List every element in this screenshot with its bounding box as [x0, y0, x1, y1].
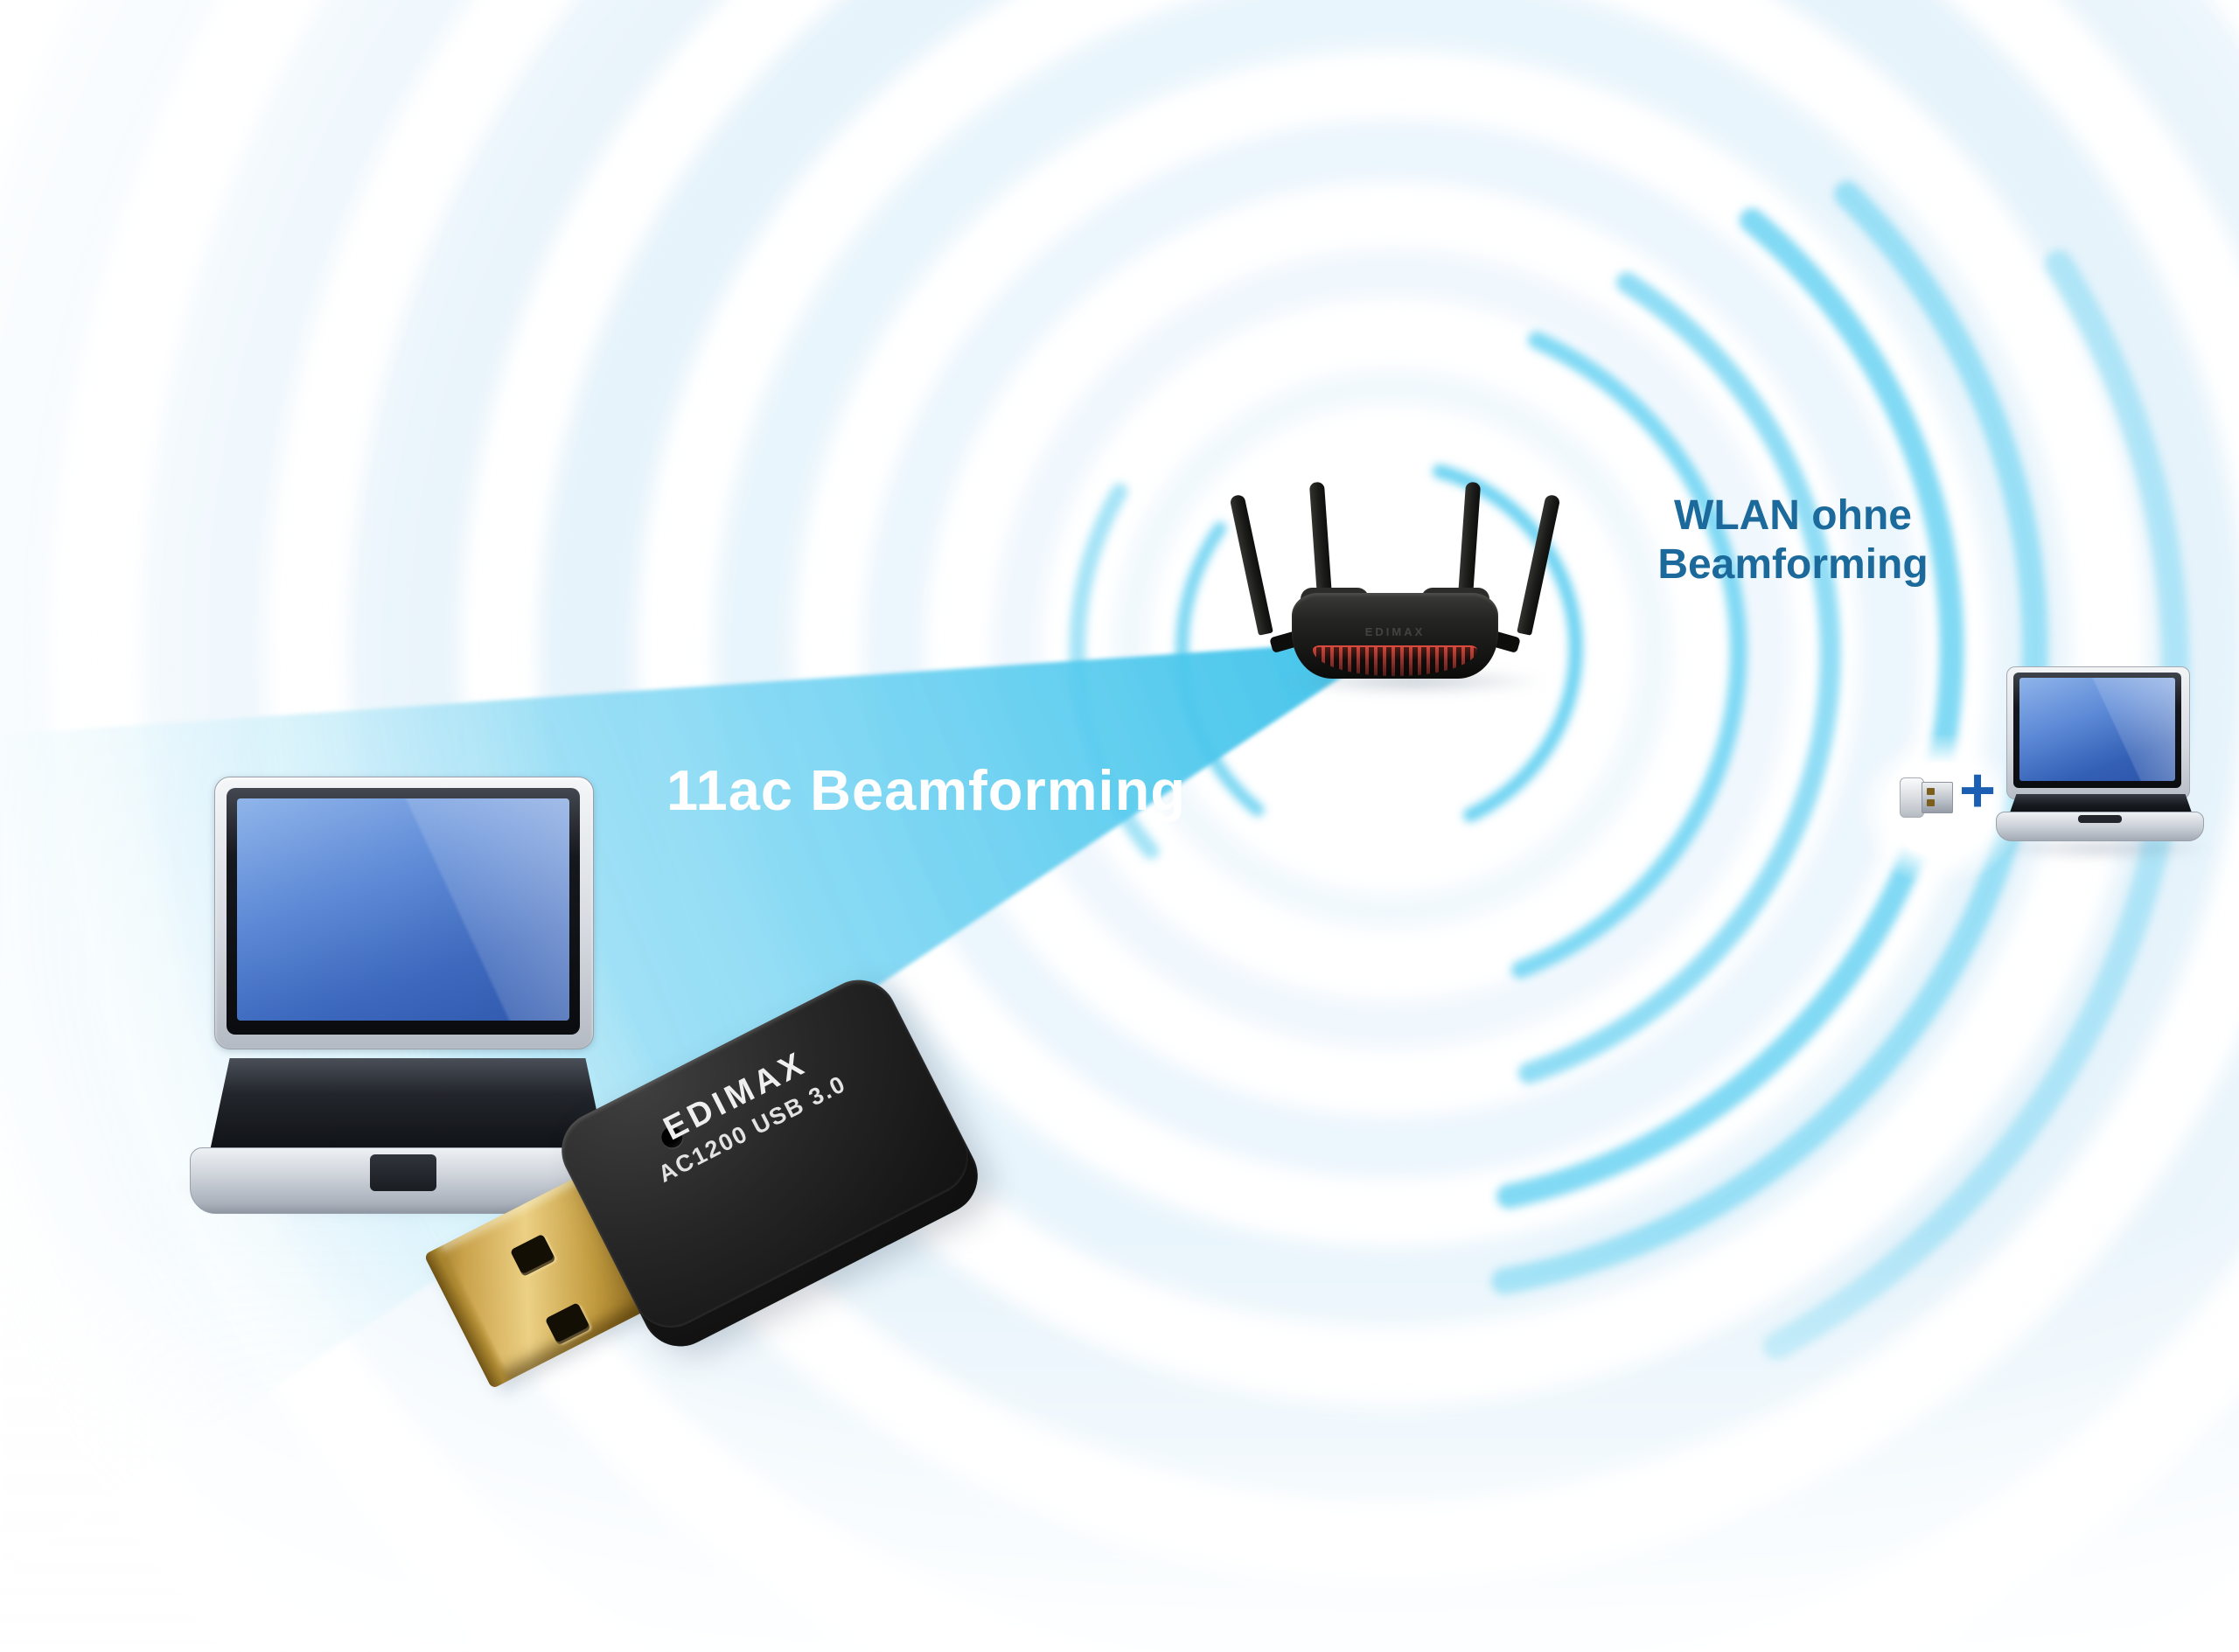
- dongle-usb-shield: [1922, 782, 1953, 813]
- laptop-left: [157, 770, 656, 1242]
- white-bottom-fade: [0, 1224, 2239, 1652]
- dongle-contact: [1927, 799, 1935, 806]
- laptop-left-trackpad: [370, 1154, 436, 1191]
- screen-glare: [2019, 678, 2175, 781]
- laptop-right-trackpad: [2078, 815, 2122, 823]
- wlan-label-line1: WLAN ohne: [1674, 492, 1912, 539]
- router-grille: [1313, 645, 1477, 676]
- laptop-right: [1987, 666, 2216, 861]
- plus-sign: +: [1958, 756, 1997, 826]
- mini-usb-dongle-icon: [1900, 777, 1954, 819]
- wlan-label-line2: Beamforming: [1657, 541, 1929, 589]
- beam-label: 11ac Beamforming: [666, 758, 1187, 822]
- wifi-router: EDIMAX: [1229, 477, 1561, 704]
- screen-glare: [237, 798, 569, 1021]
- dongle-body: [1900, 777, 1924, 818]
- router-brand-logo: EDIMAX: [1364, 625, 1426, 638]
- dongle-contact: [1927, 788, 1935, 795]
- laptop-left-screen: [237, 798, 569, 1021]
- laptop-right-screen: [2019, 678, 2175, 781]
- wlan-label: WLAN ohne Beamforming: [1614, 491, 1972, 589]
- router-grille-shade: [1313, 647, 1477, 676]
- laptop-left-keyboard: [210, 1058, 605, 1151]
- usb-plug-hole: [509, 1233, 556, 1278]
- usb-plug-hole: [544, 1302, 591, 1346]
